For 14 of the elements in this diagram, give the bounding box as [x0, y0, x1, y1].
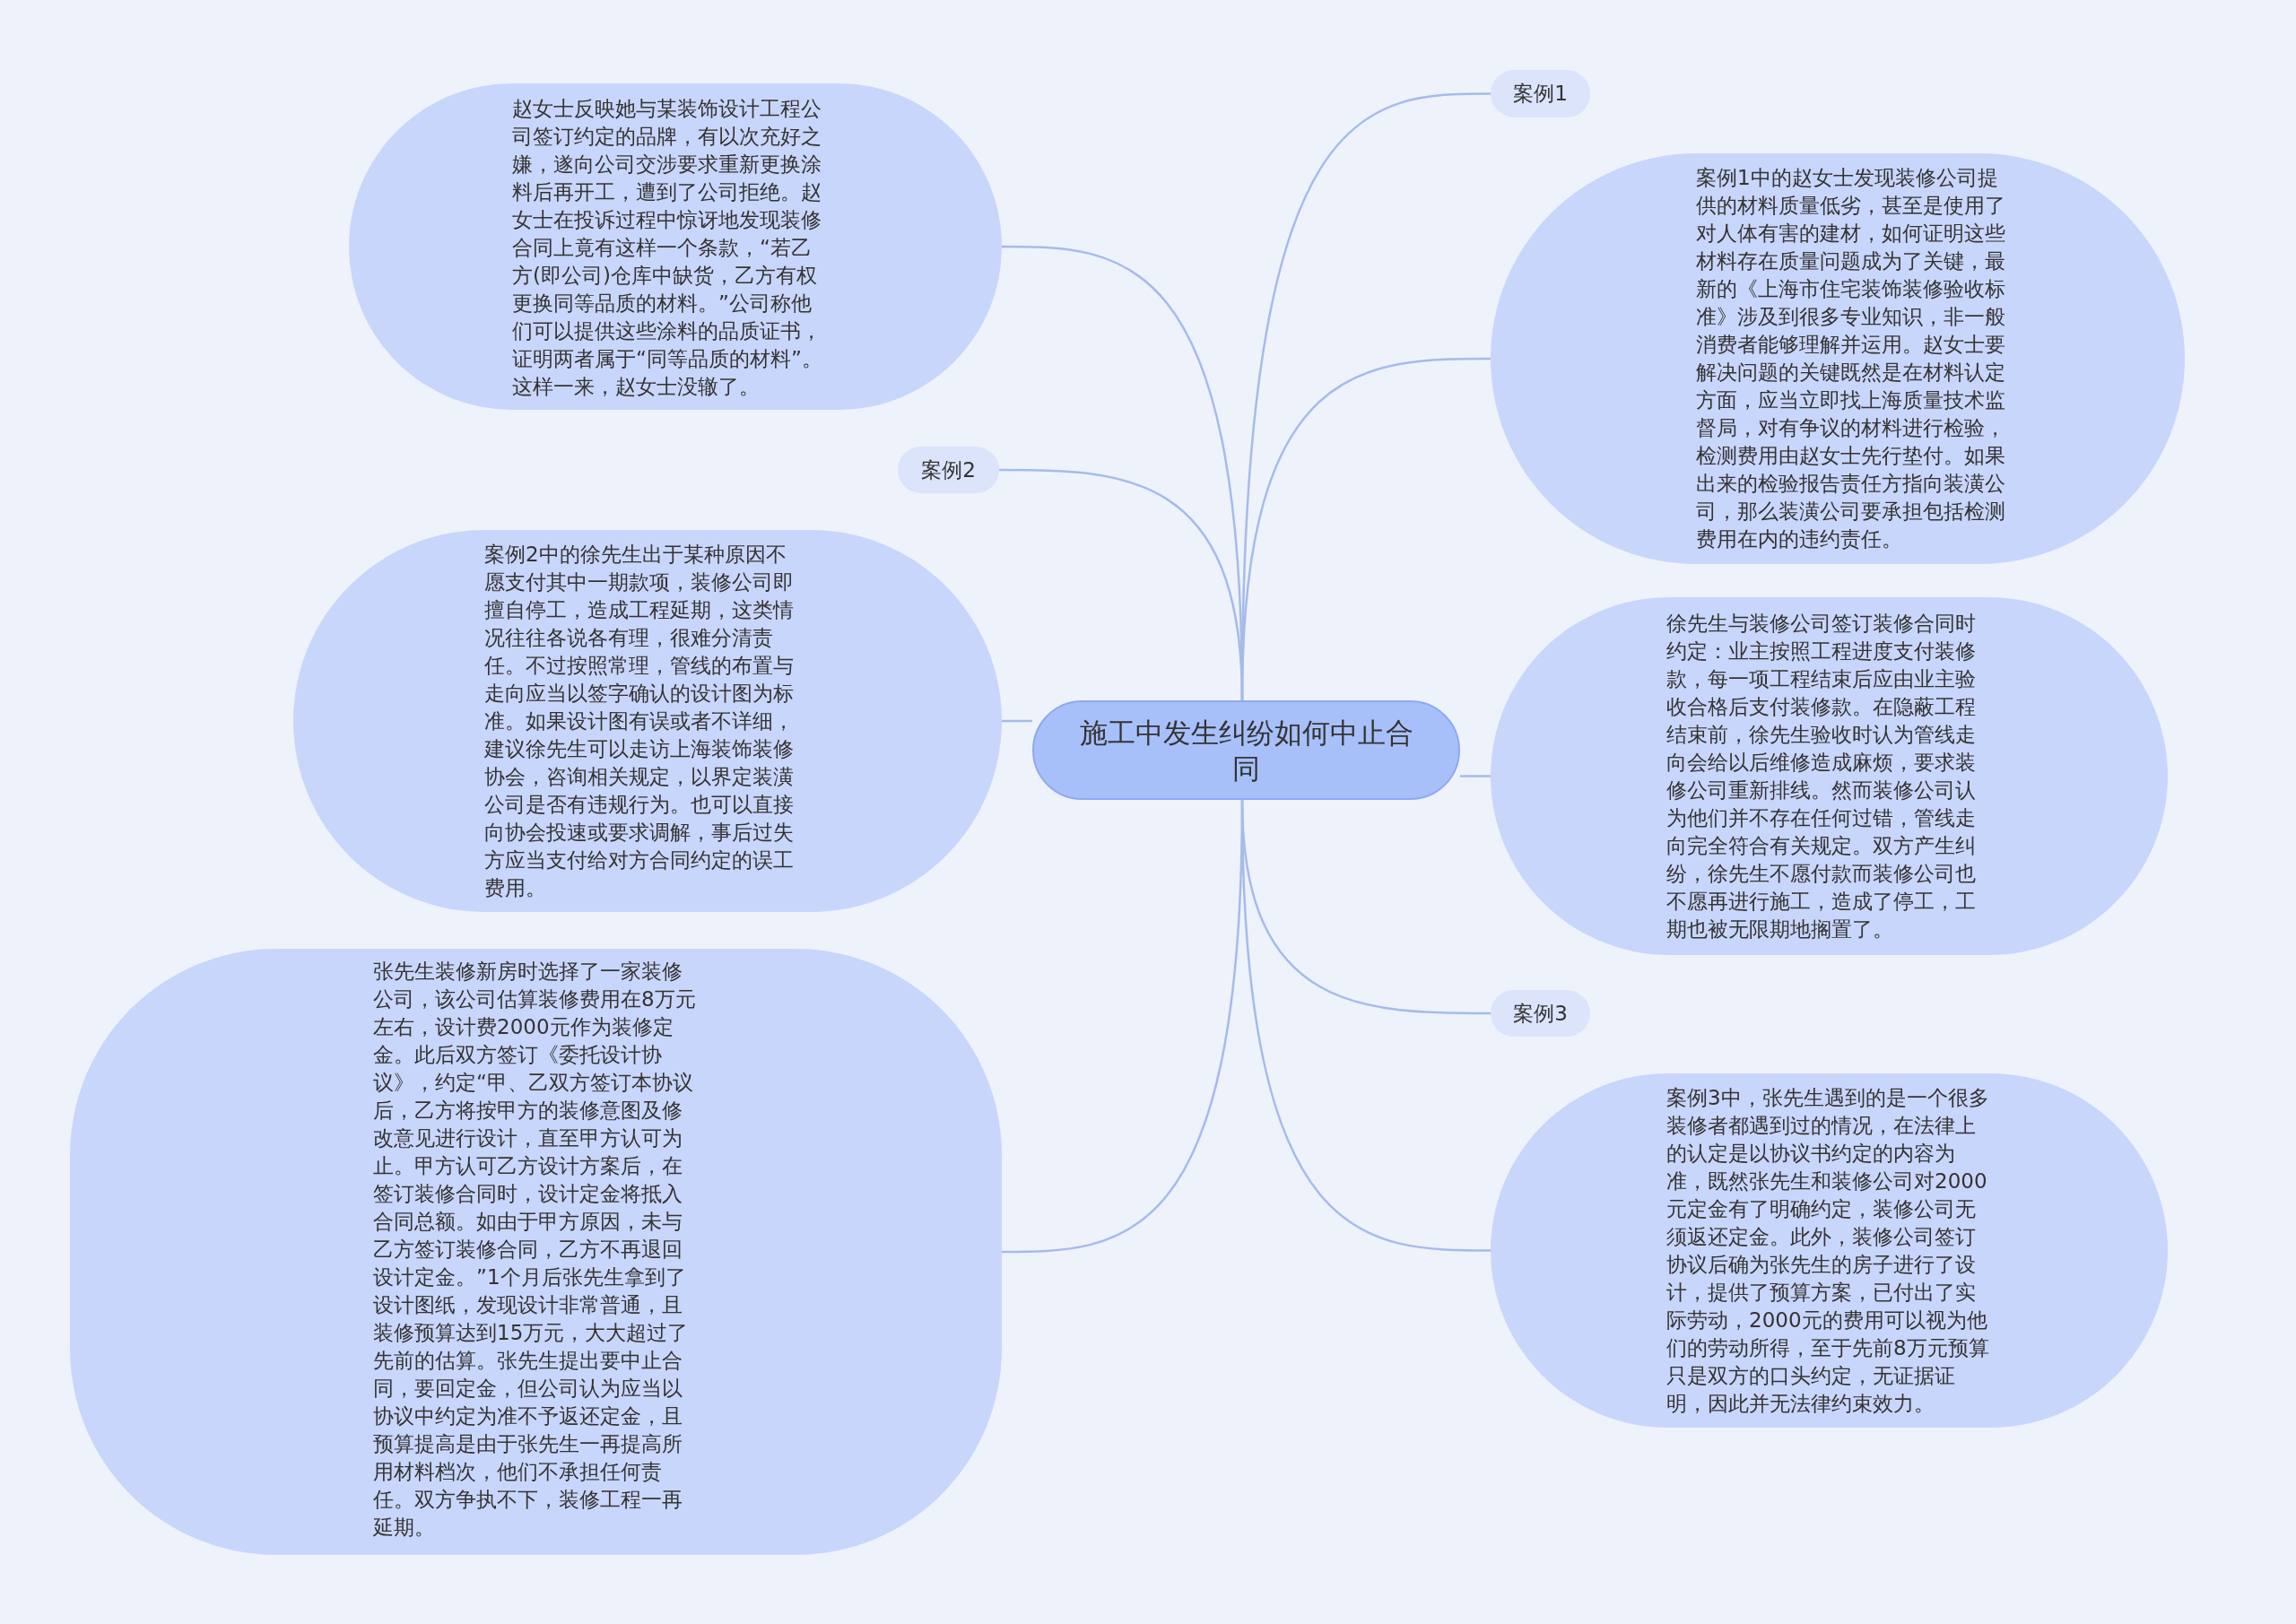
case-tag: 案例2 [898, 447, 999, 493]
paragraph: 徐先生与装修公司签订装修合同时约定：业主按照工程进度支付装修款，每一项工程结束后应由业主验收合格后支付装修款。在隐蔽工程结束前，徐先生验收时认为管线走向会给以后维修造成麻烦，要求装修公司重新排线。然而装修公司认为他们并不存在任何过错，管线走向完全符合有关规定。双方产生纠纷，徐先生不愿付款而装修公司也不愿再进行施工，造成了停工，工期也被无限期地搁置了。 [1666, 611, 1977, 942]
paragraph: 案例3中，张先生遇到的是一个很多装修者都遇到过的情况，在法律上的认定是以协议书约定的内容为准，既然张先生和装修公司对2000元定金有了明确约定，装修公司无须返还定金。此外，装修公司签订协议后确为张先生的房子进行了设计，提供了预算方案，已付出了实际劳动，2000元的费用可以视为他们的劳动所得，至于先前8万元预算只是双方的口头约定，无证据证明，因此并无法律约束效力。 [1666, 1085, 1989, 1417]
connector-line [1002, 719, 1032, 723]
topic-title: 施工中发生纠纷如何中止合同 [1078, 715, 1414, 786]
connector-line [999, 468, 1244, 701]
case-tag: 案例1 [1491, 70, 1590, 117]
paragraph: 案例1中的赵女士发现装修公司提供的材料质量低劣，甚至是使用了对人体有害的建材，如何证明这些材料存在质量问题成为了关键，最新的《上海市住宅装饰装修验收标准》涉及到很多专业知识，非一般消费者能够理解并运用。赵女士要解决问题的关键既然是在材料认定方面，应当立即找上海质量技术监督局，对有争议的材料进行检验，检测费用由赵女士先行垫付。如果出来的检验报告责任方指向装潢公司，那么装潢公司要承担包括检测费用在内的违约责任。 [1696, 165, 2006, 552]
paragraph: 张先生装修新房时选择了一家装修公司，该公司估算装修费用在8万元左右，设计费2000元作为装修定金。此后双方签订《委托设计协议》，约定“甲、乙双方签订本协议后，乙方将按甲方的装修意图及修改意见进行设计，直至甲方认可为止。甲方认可乙方设计方案后，在签订装修合同时，设计定金将抵入合同总额。如由于甲方原因，未与乙方签订装修合同，乙方不再退回设计定金。”1个月后张先生拿到了设计图纸，发现设计非常普通，且装修预算达到15万元，大大超过了先前的估算。张先生提出要中止合同，要回定金，但公司认为应当以协议中约定为准不予返还定金，且预算提高是由于张先生一再提高所用材料档次，他们不承担任何责任。双方争执不下，装修工程一再延期。 [373, 959, 697, 1541]
paragraph: 赵女士反映她与某装饰设计工程公司签订约定的品牌，有以次充好之嫌，遂向公司交涉要求重新更换涂料后再开工，遭到了公司拒绝。赵女士在投诉过程中惊讶地发现装修合同上竟有这样一个条款，“若乙方(即公司)仓库中缺货，乙方有权更换同等品质的材料。”公司称他们可以提供这些涂料的品质证书，证明两者属于“同等品质的材料”。这样一来，赵女士没辙了。 [512, 96, 823, 400]
connector-line [1460, 775, 1491, 777]
connector-line [1002, 799, 1244, 1254]
case-tag: 案例3 [1491, 990, 1590, 1037]
paragraph: 案例2中的徐先生出于某种原因不愿支付其中一期款项，装修公司即擅自停工，造成工程延期，这类情况往往各说各有理，很难分清责任。不过按照常理，管线的布置与走向应当以签字确认的设计图为标准。如果设计图有误或者不详细，建议徐先生可以走访上海装饰装修协会，咨询相关规定，以界定装潢公司是否有违规行为。也可以直接向协会投速或要求调解，事后过失方应当支付给对方合同约定的误工费用。 [484, 542, 795, 901]
